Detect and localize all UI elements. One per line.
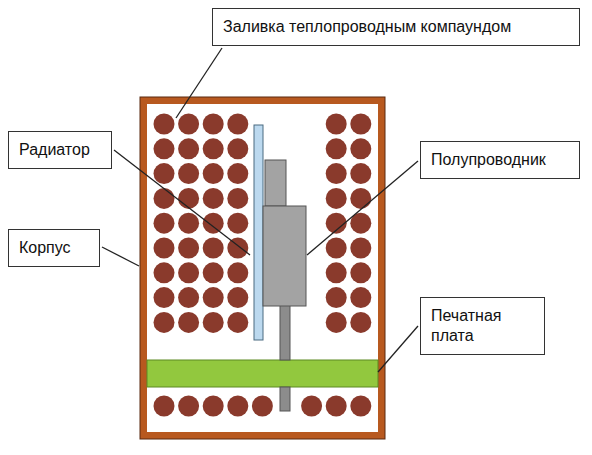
callout-label: Полупроводник [431, 150, 569, 170]
compound-granule [227, 262, 248, 283]
callout-label: Заливка теплопроводным компаундом [223, 17, 569, 37]
compound-granule [252, 396, 273, 417]
compound-granule [326, 163, 347, 184]
callout-box: Радиатор [8, 131, 112, 169]
callout-box: Полупроводник [420, 141, 580, 179]
compound-granule [178, 114, 199, 135]
radiator-plate [254, 125, 263, 340]
compound-granule [227, 188, 248, 209]
compound-granule [154, 262, 175, 283]
compound-granule [350, 287, 371, 308]
leader-line [114, 150, 250, 255]
compound-granule [178, 238, 199, 259]
compound-granule [203, 287, 224, 308]
compound-granule [350, 238, 371, 259]
compound-granule [227, 163, 248, 184]
compound-granule [326, 238, 347, 259]
compound-granule [227, 138, 248, 159]
compound-granule [227, 287, 248, 308]
compound-granule [326, 114, 347, 135]
housing-outline [140, 97, 385, 439]
compound-granule [203, 262, 224, 283]
compound-granule [350, 163, 371, 184]
compound-granule [203, 312, 224, 333]
leader-line [176, 48, 222, 118]
callout-label: Корпус [19, 238, 89, 258]
callout-box: Заливка теплопроводным компаундом [212, 8, 580, 46]
compound-granule [203, 238, 224, 259]
compound-granule [227, 312, 248, 333]
compound-granule [154, 114, 175, 135]
compound-granule [203, 138, 224, 159]
semiconductor-body [263, 206, 306, 306]
compound-granule [203, 163, 224, 184]
compound-granule [154, 238, 175, 259]
compound-granule [203, 188, 224, 209]
compound-granule [326, 287, 347, 308]
compound-granule [178, 138, 199, 159]
housing-wall [144, 101, 382, 436]
compound-granule [154, 396, 175, 417]
compound-granule [326, 396, 347, 417]
compound-granule [203, 396, 224, 417]
compound-granule [326, 262, 347, 283]
compound-granule [350, 312, 371, 333]
leader-line [378, 326, 418, 372]
pcb-board [147, 360, 378, 387]
compound-granule [178, 262, 199, 283]
compound-granule [178, 188, 199, 209]
compound-granule [178, 213, 199, 234]
compound-granule [154, 188, 175, 209]
compound-granule [203, 114, 224, 135]
compound-granule [326, 138, 347, 159]
compound-granule [154, 287, 175, 308]
compound-granule [154, 312, 175, 333]
compound-granule [350, 262, 371, 283]
callout-box: Печатная плата [420, 297, 545, 355]
callout-label: Радиатор [19, 140, 101, 160]
compound-granule [178, 163, 199, 184]
compound-granule [154, 163, 175, 184]
leader-line [307, 161, 418, 255]
compound-granule [227, 213, 248, 234]
compound-granule [350, 114, 371, 135]
compound-granule [350, 138, 371, 159]
compound-granule [301, 396, 322, 417]
compound-granule [178, 396, 199, 417]
compound-granule [326, 188, 347, 209]
compound-granule [178, 312, 199, 333]
semiconductor-lead [280, 305, 290, 360]
semiconductor-lead-end [280, 387, 290, 411]
leader-line [102, 247, 139, 266]
compound-granule [203, 213, 224, 234]
compound-granule [350, 396, 371, 417]
semiconductor-tab [265, 160, 286, 206]
compound-granule [326, 312, 347, 333]
compound-granule [154, 138, 175, 159]
compound-granule [227, 114, 248, 135]
compound-granule [350, 188, 371, 209]
compound-granule [227, 396, 248, 417]
compound-granule [154, 213, 175, 234]
callout-label: Печатная плата [431, 306, 534, 346]
callout-box: Корпус [8, 229, 100, 267]
compound-granule [178, 287, 199, 308]
